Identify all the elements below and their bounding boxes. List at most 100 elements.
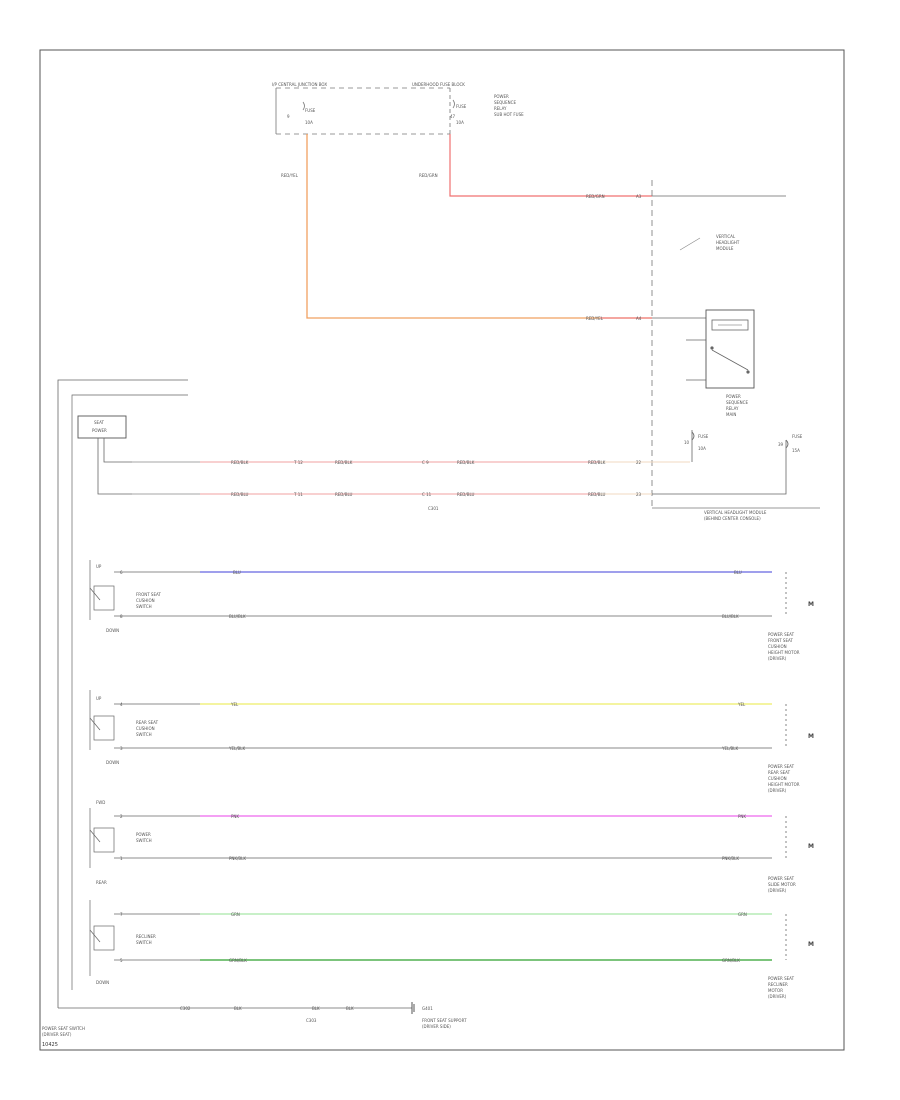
relay-label-4: MAIN <box>726 412 736 417</box>
switch-2-name-2: CUSHION <box>136 726 155 731</box>
pin-b-label: A4 <box>636 316 642 321</box>
right-note-1: POWER <box>494 94 509 99</box>
module-fuse-left-3: 10A <box>698 446 706 451</box>
ground-wire-2: BLK <box>312 1006 320 1011</box>
switch-1-name-2: CUSHION <box>136 598 155 603</box>
motor-1-label-2: FRONT SEAT <box>768 638 793 643</box>
motor-2-symbol: M <box>808 733 814 740</box>
fuse-right-symbol <box>452 99 455 109</box>
motor-1-label-5: (DRIVER) <box>768 656 787 661</box>
module-callout <box>679 237 701 251</box>
pinlbl-4: 3 <box>120 746 123 751</box>
mid-pin-2: T 11 <box>293 492 303 497</box>
fuse-right-num: 47 <box>450 114 456 119</box>
right-feed-label: RED/GRN <box>419 173 438 178</box>
relay-label-1: POWER <box>726 394 741 399</box>
fuse-left-symbol <box>302 101 305 111</box>
red-module-wire-label: RED/GRN <box>586 194 605 199</box>
fuse-right-name: FUSE <box>456 104 467 109</box>
down-2: DOWN <box>106 760 119 765</box>
up-1: UP <box>96 564 102 569</box>
motor-3-label-3: (DRIVER) <box>768 888 787 893</box>
down-2b: DOWN <box>96 980 109 985</box>
ground-note-2: (DRIVER SIDE) <box>422 1024 451 1029</box>
right-note-2: SEQUENCE <box>494 100 516 105</box>
grp1-a: RED/BLK <box>231 460 249 465</box>
module-name-3: MODULE <box>716 246 734 251</box>
grp2-d: RED/BLU <box>588 492 606 497</box>
motor-1-label-1: POWER SEAT <box>768 632 795 637</box>
pinlbl-7: 7 <box>120 912 123 917</box>
wire-grn-end: GRN <box>738 912 747 917</box>
fuse-box-right: UNDERHOOD FUSE BLOCK FUSE 47 10A POWER S… <box>366 82 524 135</box>
fuse-left-name: FUSE <box>305 108 316 113</box>
left-feed-label: RED/YEL <box>281 173 299 178</box>
wire-blu-label: BLU <box>233 570 241 575</box>
switch-4-name-2: SWITCH <box>136 940 152 945</box>
module-label-2: (BEHIND CENTER CONSOLE) <box>704 516 761 521</box>
pinlbl-1: 6 <box>120 570 123 575</box>
up-2: UP <box>96 696 102 701</box>
module-fuse-right-2: 39 <box>778 442 784 447</box>
grp2-a: RED/BLU <box>231 492 249 497</box>
wire-blu-end: BLU <box>734 570 742 575</box>
conn-r2: 23 <box>636 492 642 497</box>
connector-1: C301 <box>428 506 439 511</box>
switch-3-name-1: POWER <box>136 832 151 837</box>
motor-2-label-4: HEIGHT MOTOR <box>768 782 800 787</box>
wire-grn-label: GRN <box>231 912 240 917</box>
red-feed-wire <box>449 134 652 197</box>
wire-pnkblk-end: PNK/BLK <box>722 856 739 861</box>
fuse-left-num: 9 <box>287 114 290 119</box>
wire-blublk-label: BLU/BLK <box>229 614 246 619</box>
conn-r1: 22 <box>636 460 642 465</box>
right-note-3: RELAY <box>494 106 507 111</box>
recliner-switch: RECLINER SWITCH DOWN 7 5 <box>89 900 200 985</box>
ground-circuit: BLK BLK BLK C302 C303 G401 FRONT SEAT SU… <box>120 1002 467 1029</box>
fuse-right-amp: 10A <box>456 120 464 125</box>
switch-1-name-3: SWITCH <box>136 604 152 609</box>
power-seat-switch-panel: SEAT POWER POWER SEAT SWITCH (DRIVER SEA… <box>42 379 188 1037</box>
fuse-box-left-title: I/P CENTRAL JUNCTION BOX <box>272 82 327 87</box>
panel-label-1: POWER SEAT SWITCH <box>42 1026 85 1031</box>
module-fuse-right-3: 15A <box>792 448 800 453</box>
switch-3-name-2: SWITCH <box>136 838 152 843</box>
power-slide-switch: POWER SWITCH FWD REAR 2 1 <box>89 800 200 885</box>
motor-1-label-3: CUSHION <box>768 644 787 649</box>
pinlbl-6: 1 <box>120 856 123 861</box>
wire-pnk-end: PNK <box>738 814 746 819</box>
wire-yelblk-end: YEL/BLK <box>721 746 739 751</box>
pinlbl-8: 5 <box>120 958 123 963</box>
motor-3-symbol: M <box>808 843 814 850</box>
down-1: DOWN <box>106 628 119 633</box>
grp2-b: RED/BLU <box>335 492 353 497</box>
orange-feed-wire <box>306 134 652 319</box>
pinlbl-5: 2 <box>120 814 123 819</box>
fuse-left-amp: 10A <box>305 120 313 125</box>
motor-4-label-2: RECLINER <box>768 982 788 987</box>
fuse-box-right-title: UNDERHOOD FUSE BLOCK <box>412 82 465 87</box>
wire-pnk-label: PNK <box>231 814 239 819</box>
motor-3-label-2: SLIDE MOTOR <box>768 882 796 887</box>
wire-yel-end: YEL <box>737 702 746 707</box>
grp1-c: RED/BLK <box>457 460 475 465</box>
switch-2-name-1: REAR SEAT <box>136 720 159 725</box>
module-label-1: VERTICAL HEADLIGHT MODULE <box>704 510 767 515</box>
relay-label-2: SEQUENCE <box>726 400 748 405</box>
switch-2-name-3: SWITCH <box>136 732 152 737</box>
seat-unit-1: SEAT <box>94 420 104 425</box>
motor-1-symbol: M <box>808 601 814 608</box>
mid-pin-3: C 9 <box>422 460 429 465</box>
wire-pnkblk-label: PNK/BLK <box>229 856 246 861</box>
front-seat-cushion-switch: FRONT SEAT CUSHION SWITCH UP DOWN 6 8 <box>89 560 200 633</box>
switch-4-name-1: RECLINER <box>136 934 156 939</box>
grp2-c: RED/BLU <box>457 492 475 497</box>
diagram-border <box>39 49 845 1051</box>
connector-2: C302 <box>180 1006 191 1011</box>
mid-pin-1: T 12 <box>293 460 303 465</box>
ground-wire-1: BLK <box>234 1006 242 1011</box>
pinlbl-3: 4 <box>120 702 123 707</box>
relay: POWER SEQUENCE RELAY MAIN <box>686 309 755 417</box>
module-fuse-right-1: FUSE <box>792 434 803 439</box>
